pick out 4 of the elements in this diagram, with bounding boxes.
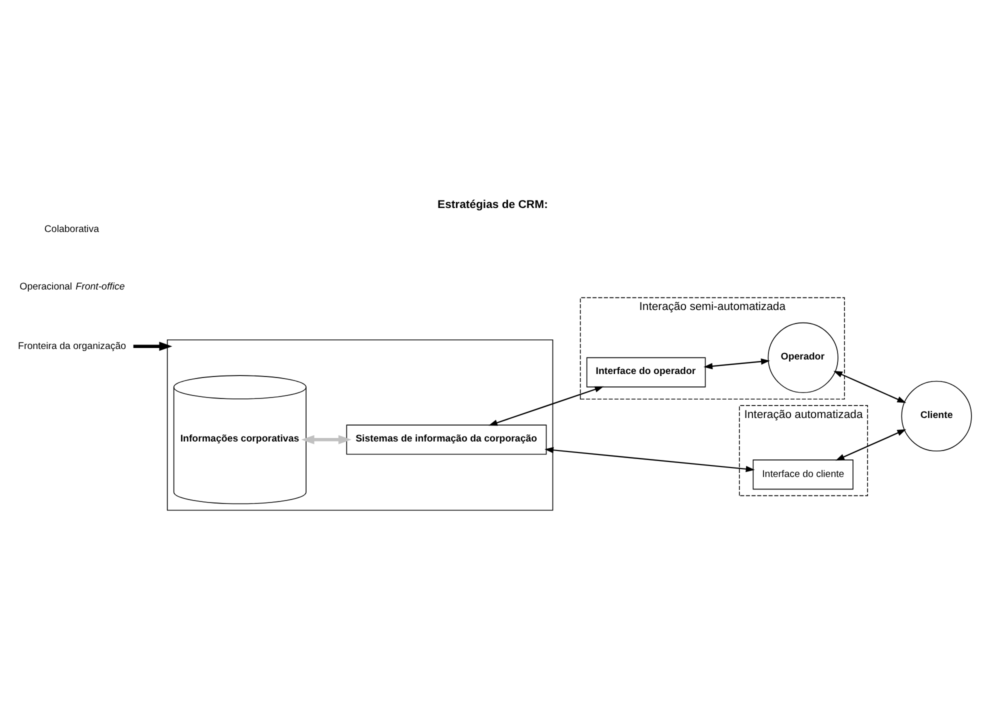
label: Colaborativa	[44, 224, 99, 236]
node-text: Fronteira da organização	[18, 340, 126, 352]
label: Operacional Front-office	[20, 282, 125, 293]
diagram-title: Estratégias de CRM:	[438, 198, 548, 211]
